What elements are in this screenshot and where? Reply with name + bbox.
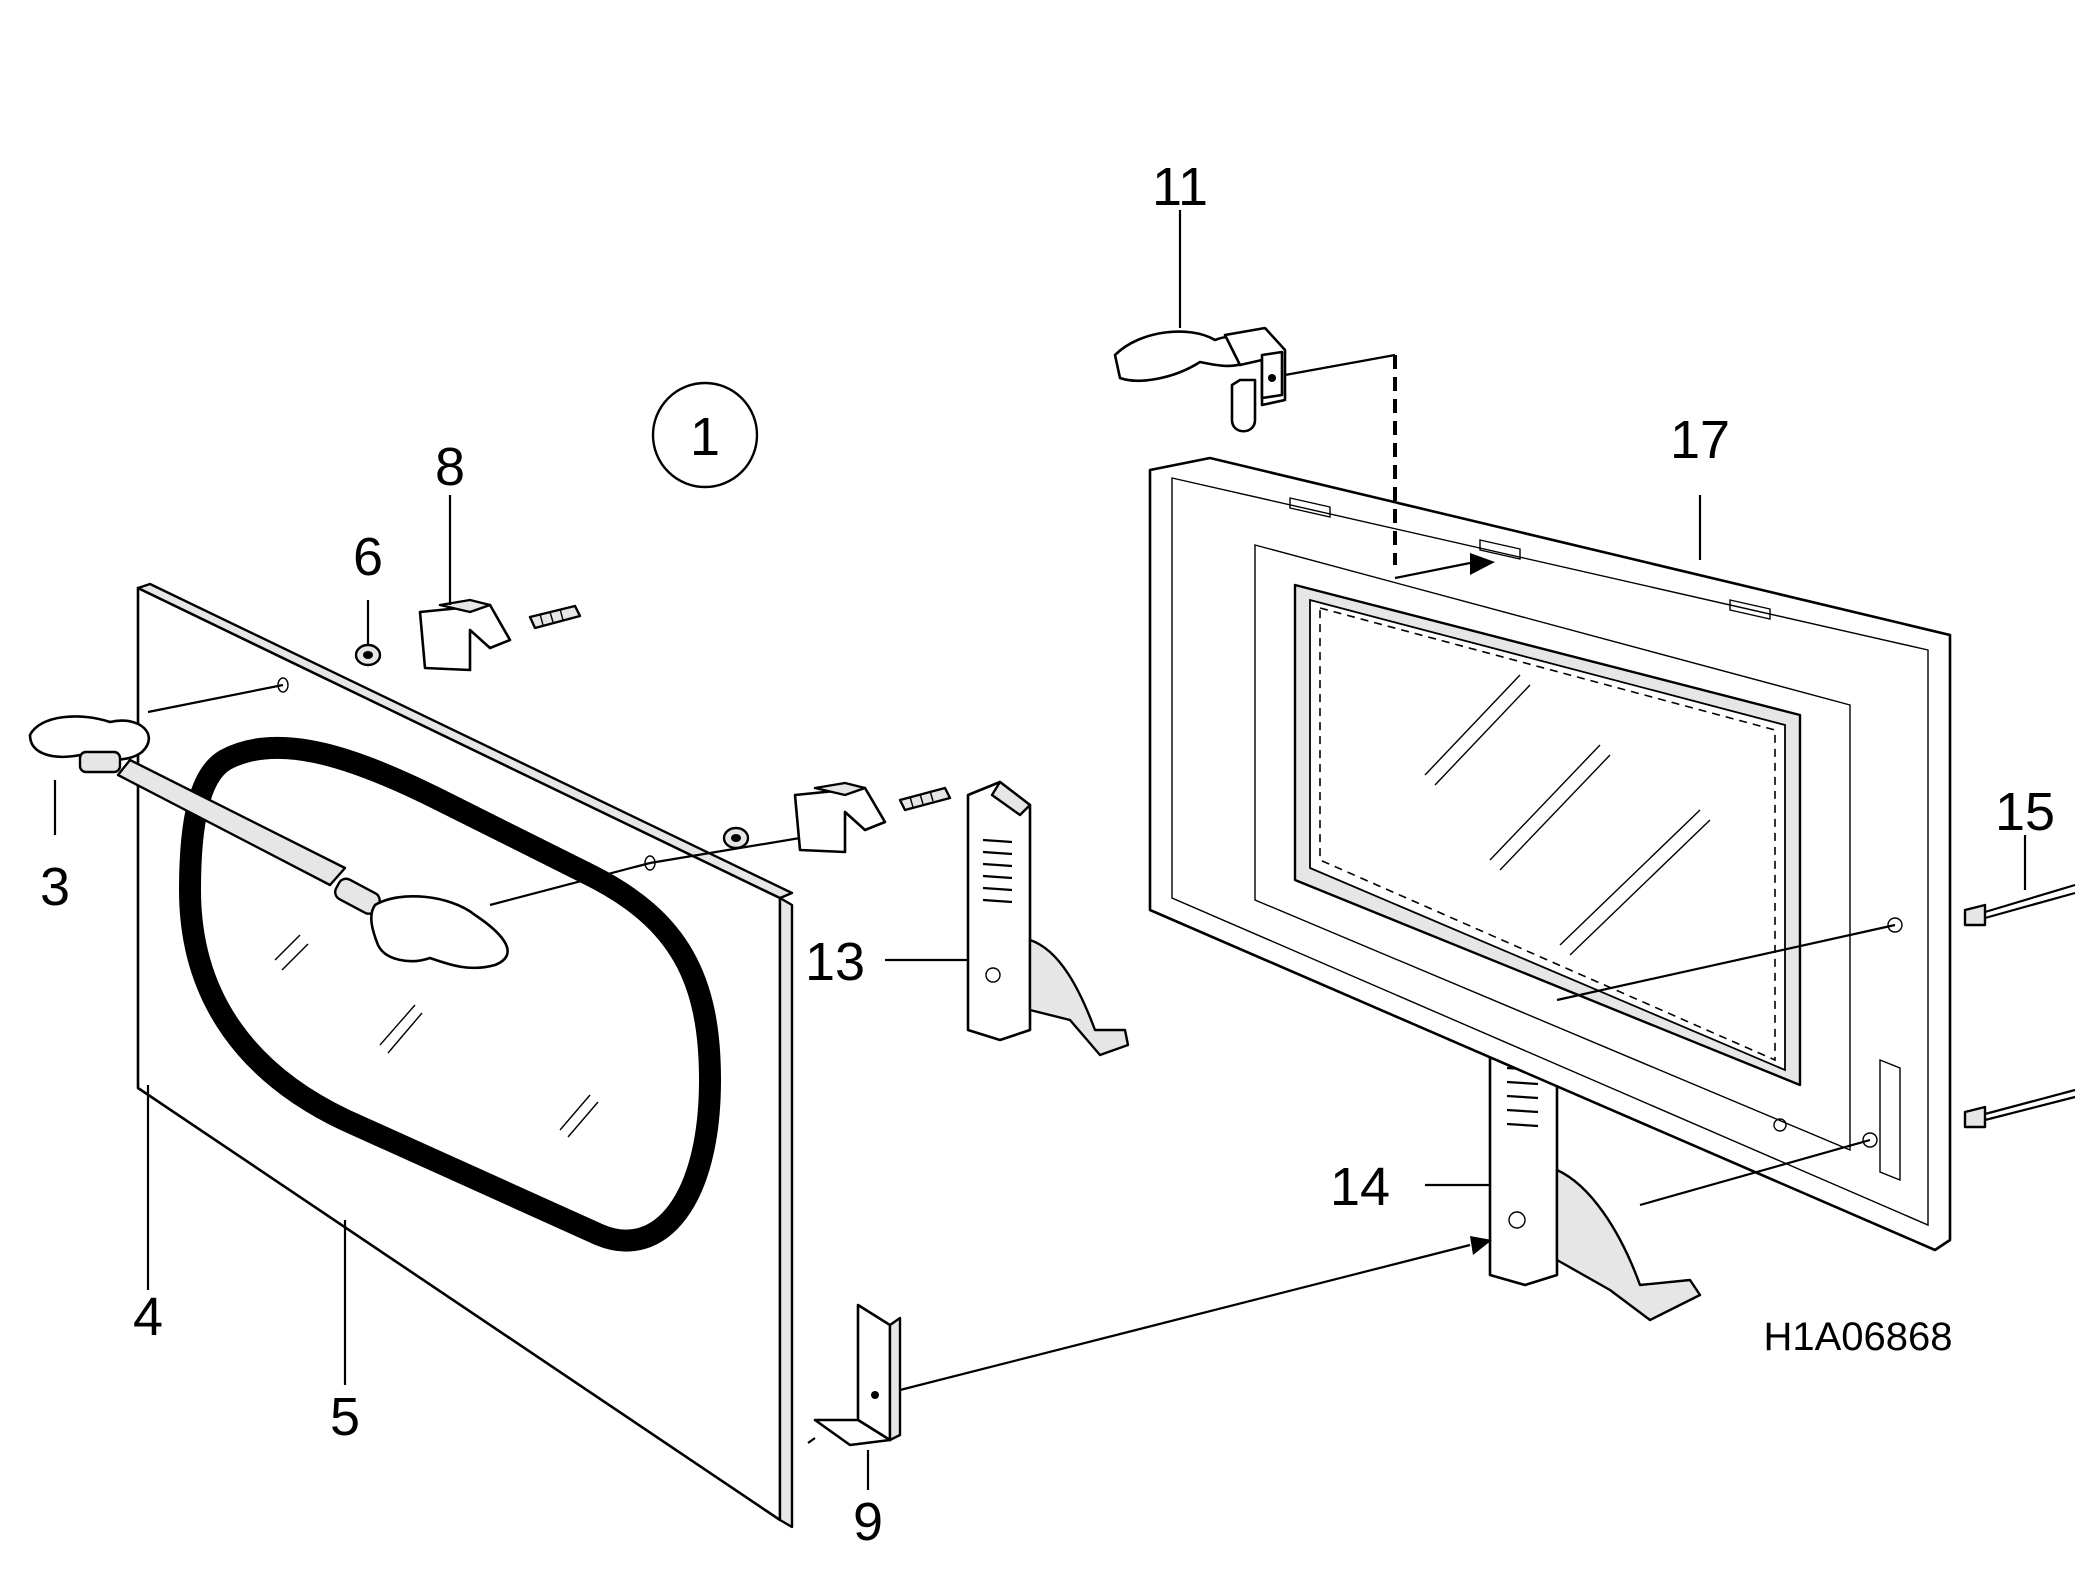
drawing-code: H1A06868: [1763, 1315, 1952, 1359]
part-label-17: 17: [1670, 410, 1730, 470]
part-label-8: 8: [435, 437, 465, 497]
inner-door-frame: [1148, 456, 1952, 1252]
hinge-spring-left: [982, 838, 1013, 904]
part-label-14: 14: [1330, 1157, 1390, 1217]
part-label-6: 6: [353, 527, 383, 587]
lower-clip: [807, 1303, 902, 1447]
group-label: 1: [690, 407, 720, 467]
part-label-5: 5: [330, 1387, 360, 1447]
part-label-13: 13: [805, 932, 865, 992]
leader-lines: [53, 210, 2027, 1490]
part-label-15: 15: [1995, 782, 2055, 842]
part-label-3: 3: [40, 857, 70, 917]
part-label-9: 9: [853, 1492, 883, 1552]
part-label-11: 11: [1152, 157, 1208, 217]
group-circle: [651, 381, 759, 489]
top-latch: [1113, 326, 1495, 580]
outer-door-panel: [136, 582, 794, 1529]
rivets: [1963, 883, 2076, 1129]
part-label-4: 4: [133, 1287, 163, 1347]
door-handle: [28, 683, 801, 970]
handle-spacers-and-brackets: [354, 598, 952, 854]
door-hinge-left: [966, 780, 1130, 1057]
